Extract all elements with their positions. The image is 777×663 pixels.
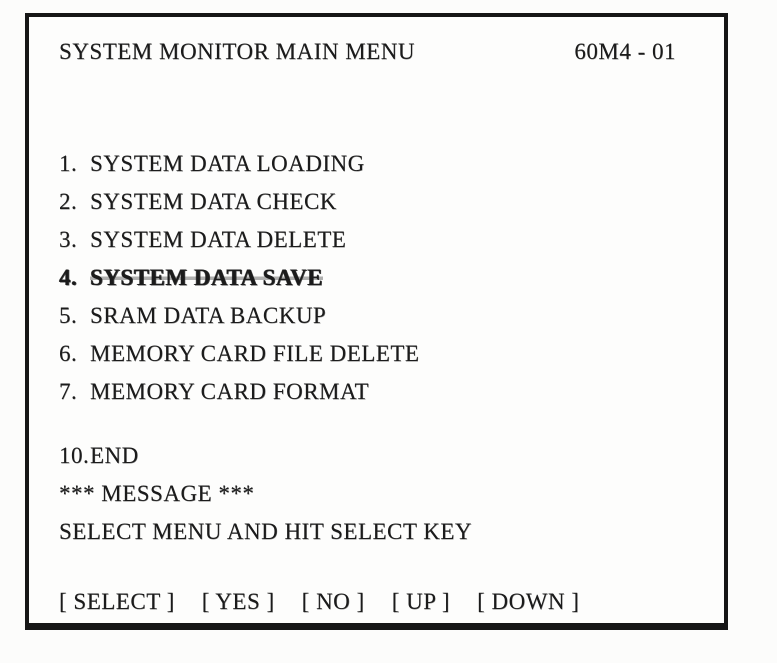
softkey-yes[interactable]: [ YES ] bbox=[201, 589, 275, 614]
menu-item-end[interactable]: 10. END bbox=[59, 437, 676, 475]
header-row: SYSTEM MONITOR MAIN MENU 60M4 - 01 bbox=[59, 33, 676, 71]
menu-item-number: 2. bbox=[59, 189, 78, 214]
softkey-no[interactable]: [ NO ] bbox=[301, 589, 365, 614]
softkey-bar: [ SELECT ] [ YES ] [ NO ] [ UP ] [ DOWN … bbox=[59, 583, 676, 621]
menu-item-system-data-save[interactable]: 4. SYSTEM DATA SAVE bbox=[59, 259, 676, 297]
menu-item-label: END bbox=[90, 443, 139, 468]
menu-item-memory-card-format[interactable]: 7. MEMORY CARD FORMAT bbox=[59, 373, 676, 411]
menu-item-number: 10. bbox=[59, 443, 90, 468]
system-monitor-screen: SYSTEM MONITOR MAIN MENU 60M4 - 01 1. SY… bbox=[25, 13, 728, 630]
menu-item-number: 5. bbox=[59, 303, 78, 328]
screen-id: 60M4 - 01 bbox=[574, 39, 676, 64]
menu-item-system-data-check[interactable]: 2. SYSTEM DATA CHECK bbox=[59, 183, 676, 221]
menu-item-number: 4. bbox=[59, 265, 78, 290]
main-menu: 1. SYSTEM DATA LOADING 2. SYSTEM DATA CH… bbox=[59, 145, 676, 475]
menu-item-system-data-delete[interactable]: 3. SYSTEM DATA DELETE bbox=[59, 221, 676, 259]
menu-item-system-data-loading[interactable]: 1. SYSTEM DATA LOADING bbox=[59, 145, 676, 183]
menu-item-label: SYSTEM DATA SAVE bbox=[90, 259, 323, 297]
message-area: *** MESSAGE *** SELECT MENU AND HIT SELE… bbox=[59, 475, 676, 551]
menu-item-number: 1. bbox=[59, 151, 78, 176]
menu-item-number: 7. bbox=[59, 379, 78, 404]
menu-item-label: SYSTEM DATA LOADING bbox=[90, 151, 365, 176]
page-title: SYSTEM MONITOR MAIN MENU bbox=[59, 39, 415, 64]
menu-item-label: MEMORY CARD FILE DELETE bbox=[90, 341, 420, 366]
softkey-up[interactable]: [ UP ] bbox=[391, 589, 451, 614]
message-header: *** MESSAGE *** bbox=[59, 481, 255, 506]
menu-item-label: SRAM DATA BACKUP bbox=[90, 303, 327, 328]
menu-item-sram-data-backup[interactable]: 5. SRAM DATA BACKUP bbox=[59, 297, 676, 335]
menu-item-number: 3. bbox=[59, 227, 78, 252]
menu-item-label: MEMORY CARD FORMAT bbox=[90, 379, 370, 404]
menu-item-number: 6. bbox=[59, 341, 78, 366]
menu-item-label: SYSTEM DATA DELETE bbox=[90, 227, 347, 252]
menu-item-label: SYSTEM DATA CHECK bbox=[90, 189, 337, 214]
softkey-down[interactable]: [ DOWN ] bbox=[477, 589, 580, 614]
message-text: SELECT MENU AND HIT SELECT KEY bbox=[59, 519, 473, 544]
menu-item-memory-card-file-delete[interactable]: 6. MEMORY CARD FILE DELETE bbox=[59, 335, 676, 373]
softkey-select[interactable]: [ SELECT ] bbox=[59, 589, 175, 614]
